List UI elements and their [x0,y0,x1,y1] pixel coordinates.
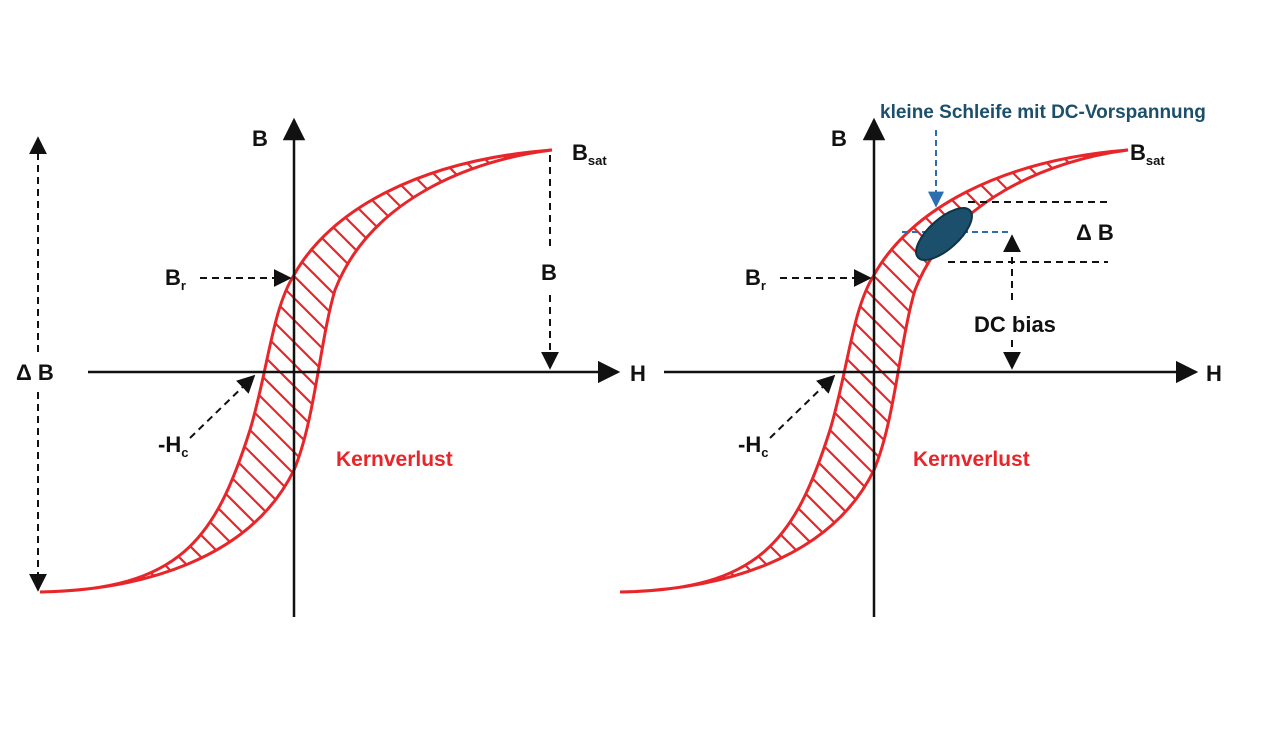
hatch-line [95,150,552,592]
hatch-line [620,150,955,592]
right-panel: kleine Schleife mit DC-Vorspannung B H B… [82,100,1280,620]
hatch-line [873,150,1128,592]
hatch-line [40,150,485,592]
hatch-line [40,150,507,592]
minor-loop-label: kleine Schleife mit DC-Vorspannung [880,102,1206,123]
hatch-line [337,150,552,592]
hatch-line [40,150,397,592]
hatch-line [205,150,552,592]
hatch-line [425,150,552,592]
hatch-line [620,150,911,592]
left-loop-hatching [40,150,552,592]
hatch-line [620,150,933,592]
hatch-line [763,150,1128,592]
hatch-line [447,150,552,592]
right-h-axis-label: H [1206,361,1222,386]
hatch-line [785,150,1128,592]
hatch-line [139,150,552,592]
hatch-line [631,150,1128,592]
hatch-line [851,150,1128,592]
hatch-line [675,150,1128,592]
left-b-axis-label: B [252,126,268,151]
hatch-line [620,150,999,592]
hatch-line [359,150,552,592]
hatch-line [620,150,647,592]
hatch-line [227,150,552,592]
hatch-line [939,150,1128,592]
hatch-line [82,100,602,620]
left-bsat-label: Bsat [572,140,607,168]
right-loop-hatching [82,100,1280,620]
left-hc-label: -Hc [158,432,188,460]
hatch-line [620,150,1128,592]
right-bsat-label: Bsat [1130,140,1165,168]
hatch-line [1115,150,1128,592]
hatch-line [1093,150,1128,592]
left-b-value-label: B [541,260,557,285]
hatch-line [51,150,552,592]
hatch-line [1071,150,1128,592]
right-br-label: Br [745,265,766,293]
left-br-label: Br [165,265,186,293]
hatch-line [469,150,552,592]
hatch-line [620,150,735,592]
hatch-line [620,150,1065,592]
hatch-line [620,150,625,592]
hatch-line [40,150,551,592]
hatch-line [491,150,552,592]
right-core-loss-label: Kernverlust [913,448,1030,471]
hatch-line [961,150,1128,592]
hatch-line [653,150,1128,592]
hatch-line [620,150,977,592]
hatch-line [620,150,801,592]
hatch-line [620,150,1043,592]
hatch-line [1005,150,1128,592]
left-delta-b-label: Δ B [16,360,54,385]
hatch-line [1138,100,1280,620]
hatch-line [73,150,552,592]
left-h-axis-label: H [630,361,646,386]
hatch-line [620,150,845,592]
left-core-loss-label: Kernverlust [336,448,453,471]
hatch-line [1027,150,1128,592]
hatch-line [315,150,552,592]
hatch-line [1049,150,1128,592]
right-hc-arrow [769,374,836,439]
hatch-line [620,150,867,592]
hatch-line [620,150,669,592]
hatch-line [40,150,441,592]
hatch-line [620,150,757,592]
hatch-line [895,150,1128,592]
left-panel: B H Bsat Br -Hc Δ B B Kernverlust [16,117,646,617]
right-dc-bias-label: DC bias [974,312,1056,337]
left-hc-arrow [189,374,256,439]
hatch-line [183,150,552,592]
hatch-line [293,150,552,592]
right-hc-label: -Hc [738,432,768,460]
hatch-line [620,150,691,592]
hatch-line [271,150,552,592]
hatch-line [807,150,1128,592]
hatch-line [917,150,1128,592]
hatch-line [741,150,1128,592]
hatch-line [381,150,552,592]
minor-loop [915,207,973,261]
hatch-line [249,150,552,592]
hatch-line [620,150,823,592]
right-hysteresis-loop [619,148,1129,594]
hatch-line [40,150,375,592]
hatch-line [620,150,1021,592]
left-hysteresis-loop [39,148,553,594]
hatch-line [535,150,552,592]
right-delta-b-label: Δ B [1076,220,1114,245]
hatch-line [719,150,1128,592]
hatch-line [620,150,1087,592]
hatch-line [829,150,1128,592]
hatch-line [620,150,779,592]
right-b-axis-label: B [831,126,847,151]
